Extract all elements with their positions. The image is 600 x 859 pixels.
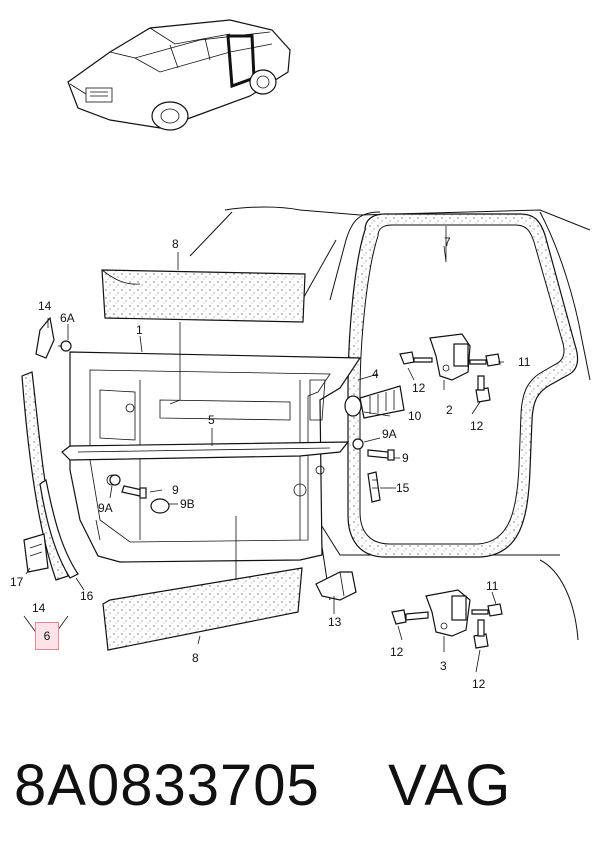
callout-7: 7 <box>444 235 451 249</box>
bracket-14 <box>35 316 72 359</box>
part-number: 8A0833705 <box>14 753 320 818</box>
clip-15 <box>367 471 381 503</box>
bottom-trim-panel <box>102 567 303 651</box>
callout-11-bottom: 11 <box>486 579 499 593</box>
front-seal-strip <box>21 371 79 581</box>
callout-12-bottom-right: 12 <box>472 677 486 691</box>
callout-labels: 8 7 14 6A 1 11 4 12 2 10 5 12 9A 9 9 15 … <box>10 235 531 691</box>
callout-2: 2 <box>446 403 453 417</box>
upper-hinge <box>399 333 501 403</box>
fasteners <box>109 438 395 514</box>
callout-14-bottom: 14 <box>32 601 46 615</box>
callout-8-bottom: 8 <box>192 651 199 665</box>
callout-11-top: 11 <box>518 355 531 369</box>
callout-9a-right: 9A <box>382 427 397 441</box>
door-check <box>344 385 405 419</box>
callout-16: 16 <box>80 589 94 603</box>
callout-12-top-right: 12 <box>470 419 484 433</box>
lower-hinge <box>391 589 503 649</box>
leader-lines <box>23 226 504 673</box>
belt-strip <box>61 441 350 461</box>
callout-13: 13 <box>328 615 342 629</box>
bracket-13 <box>315 571 357 601</box>
brand-label: VAG <box>388 753 513 818</box>
callout-9a-left: 9A <box>98 501 113 515</box>
callout-4: 4 <box>372 367 379 381</box>
callout-6a: 6A <box>60 311 75 325</box>
top-trim-panel <box>101 269 306 323</box>
callout-17: 17 <box>10 575 24 589</box>
door-seal <box>347 213 579 558</box>
highlighted-callout-box <box>35 622 59 650</box>
callout-12-top-left: 12 <box>412 381 426 395</box>
callout-1: 1 <box>136 323 143 337</box>
callout-14-top: 14 <box>38 299 52 313</box>
callout-6-highlighted: 6 <box>43 629 51 643</box>
callout-10: 10 <box>408 409 422 423</box>
callout-9-right: 9 <box>402 451 409 465</box>
car-thumbnail <box>67 19 291 131</box>
callout-3: 3 <box>440 659 447 673</box>
callout-12-bottom-left: 12 <box>390 645 404 659</box>
callout-5: 5 <box>208 413 215 427</box>
callout-15: 15 <box>396 481 410 495</box>
callout-8-top: 8 <box>172 237 179 251</box>
callout-9-left: 9 <box>172 483 179 497</box>
callout-9b: 9B <box>180 497 195 511</box>
